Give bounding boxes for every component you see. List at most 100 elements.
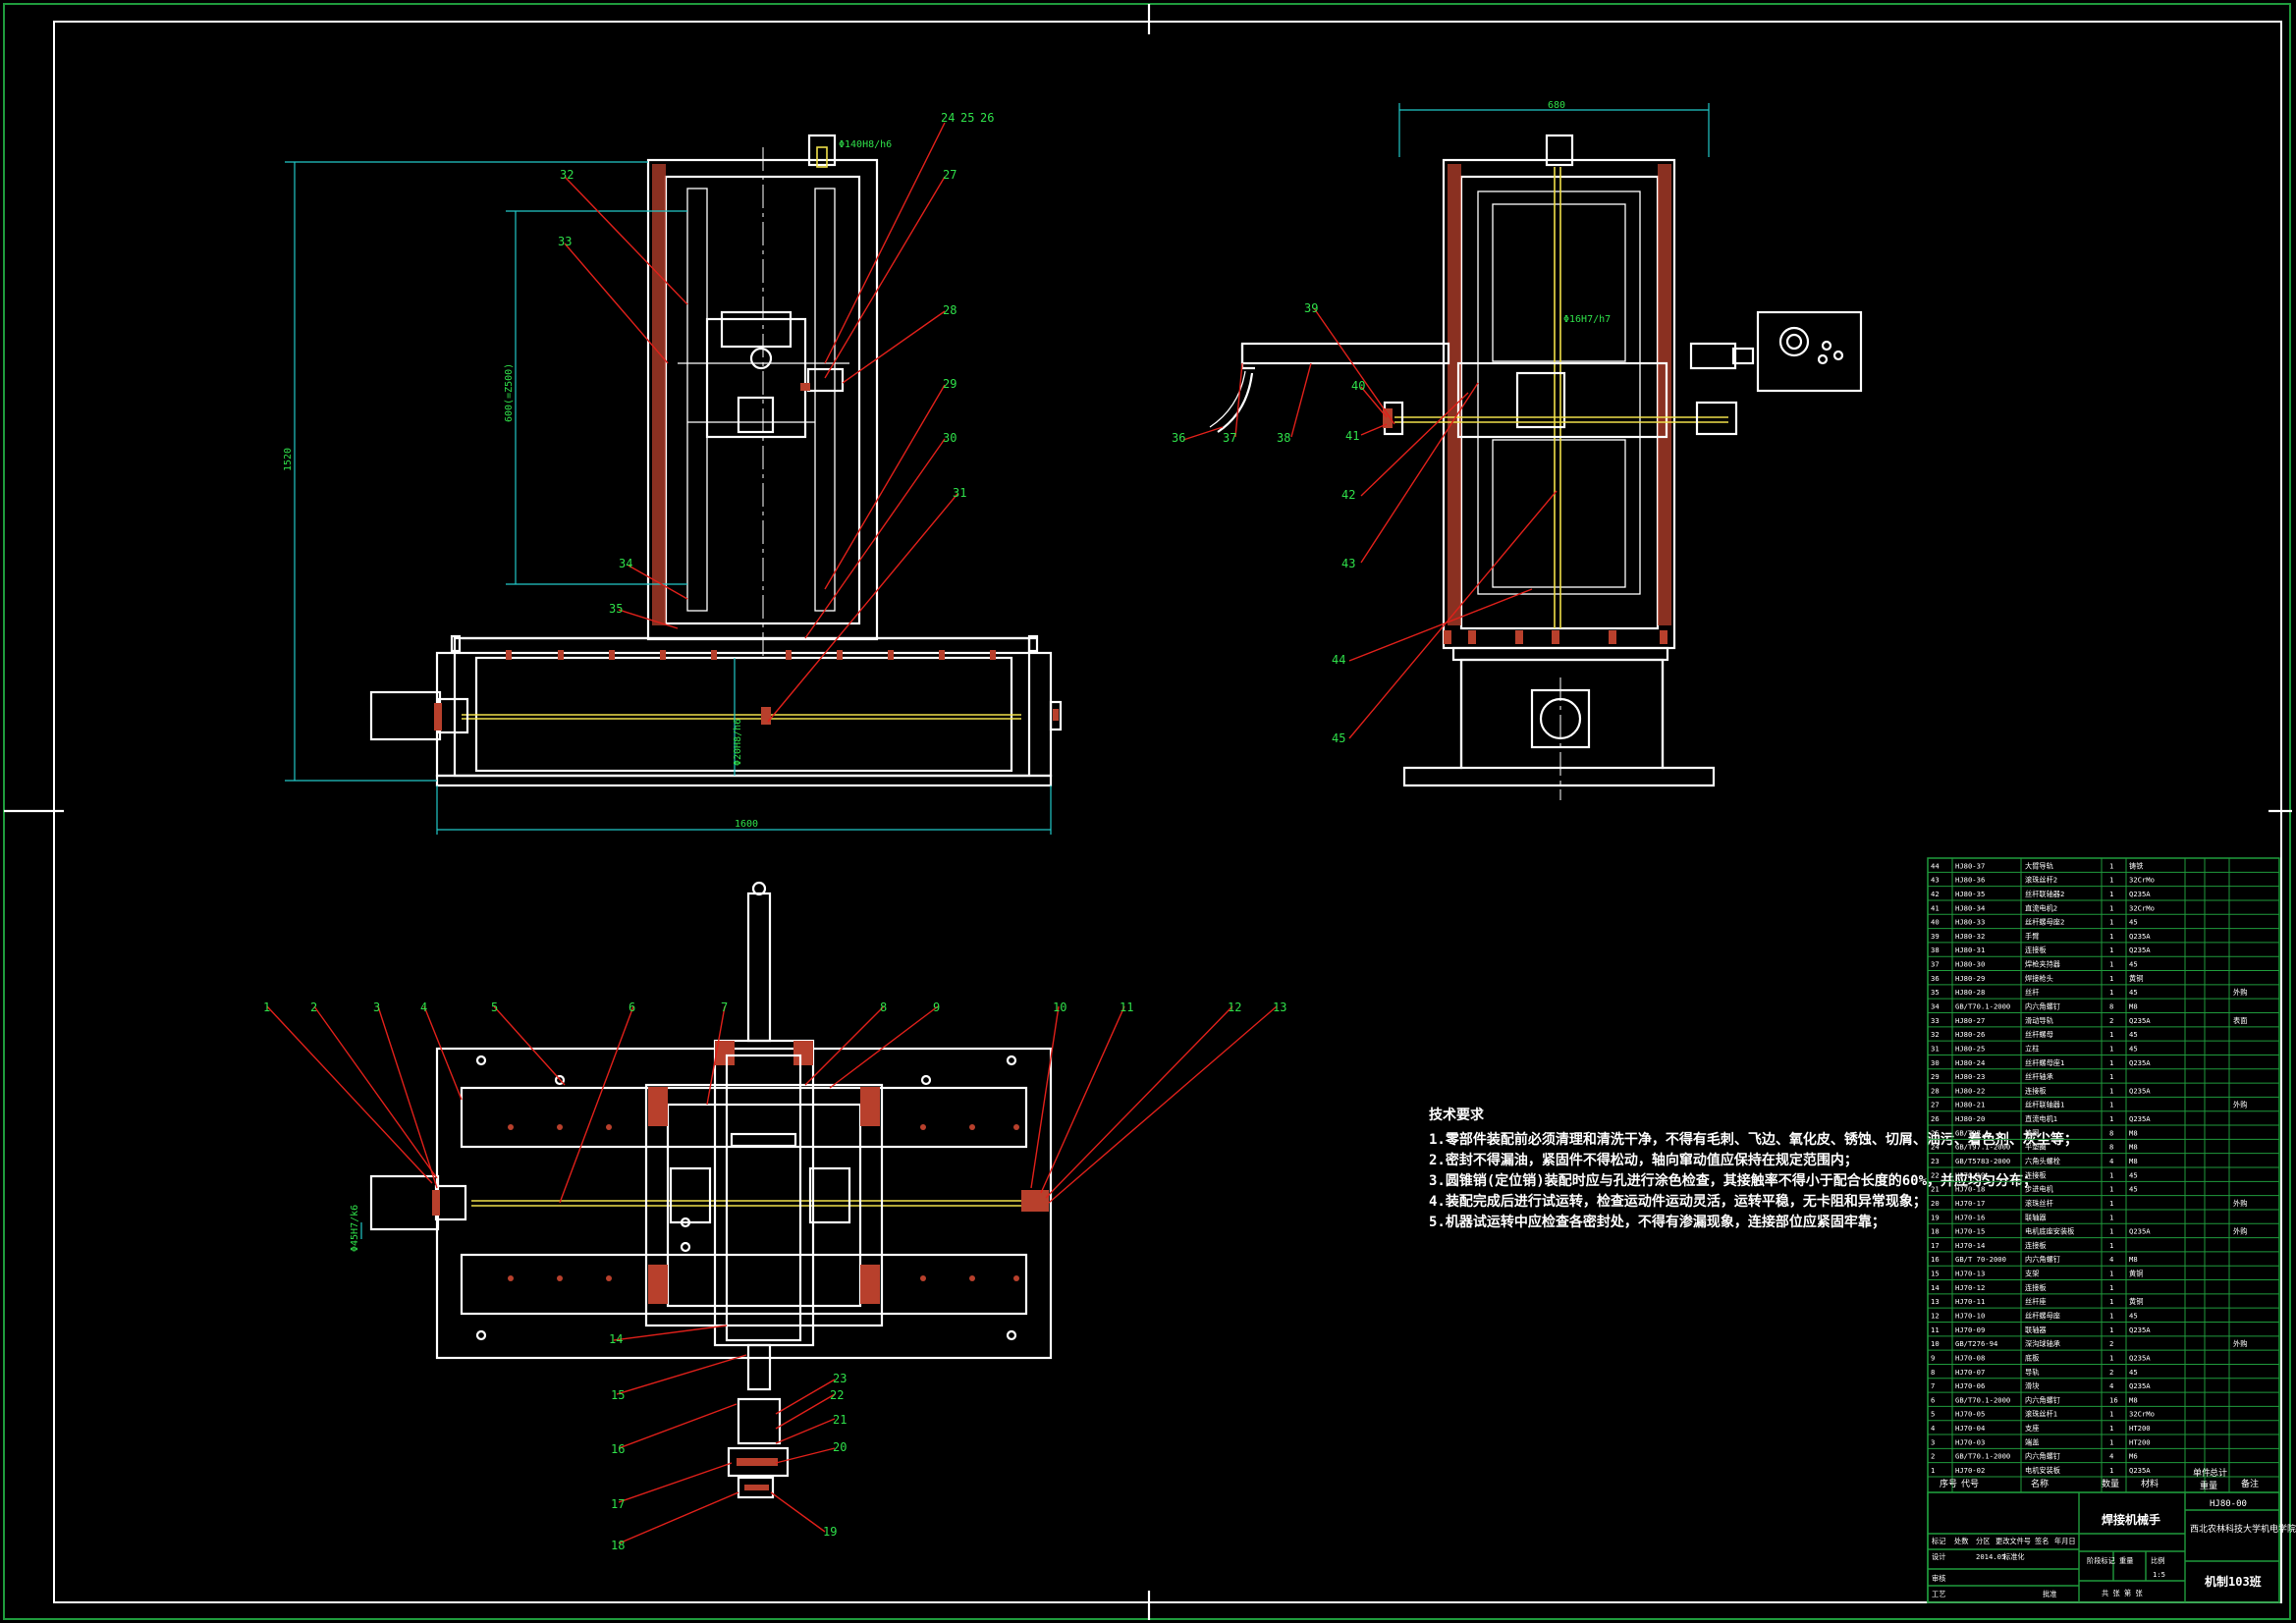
parts-cell: 1 <box>2109 946 2113 954</box>
parts-cell: 丝杆螺母座1 <box>2025 1058 2064 1067</box>
parts-cell: 丝杆 <box>2025 988 2039 997</box>
parts-cell: HJ80-32 <box>1955 932 1985 941</box>
balloon-23: 23 <box>833 1372 847 1385</box>
parts-cell: 8 <box>2109 1128 2113 1137</box>
parts-cell: 大臂导轨 <box>2025 861 2053 870</box>
parts-cell: 1 <box>2109 1353 2113 1362</box>
parts-cell: 1 <box>2109 1270 2113 1278</box>
parts-cell: 45 <box>2129 918 2138 927</box>
parts-cell: 1 <box>2109 1325 2113 1334</box>
plan-view <box>266 881 1278 1544</box>
balloon-1: 1 <box>263 1001 270 1014</box>
parts-cell: HJ80-28 <box>1955 988 1985 997</box>
centering-marks <box>4 4 2292 1620</box>
parts-cell: HJ70-17 <box>1955 1199 1985 1208</box>
balloon-36: 36 <box>1172 431 1185 445</box>
parts-cell: HT200 <box>2129 1424 2151 1433</box>
parts-cell: GB/T276-94 <box>1955 1339 1997 1348</box>
balloon-32: 32 <box>560 168 574 182</box>
parts-cell: M8 <box>2129 1002 2138 1011</box>
parts-cell: 1 <box>2109 1437 2113 1446</box>
parts-cell: Q235A <box>2129 890 2151 898</box>
parts-cell: 29 <box>1931 1072 1940 1081</box>
title-block: HJ80-00 焊接机械手 西北农林科技大学机电学院 机制103班 阶段标记 重… <box>1927 1491 2296 1603</box>
drawing-title: 焊接机械手 <box>2102 1512 2160 1527</box>
parts-cell: 1 <box>2109 1072 2113 1081</box>
parts-cell: 端盖 <box>2025 1437 2039 1446</box>
balloon-2: 2 <box>310 1001 317 1014</box>
parts-cell: M8 <box>2129 1128 2138 1137</box>
parts-cell: 直流电机1 <box>2025 1114 2057 1123</box>
parts-cell: 1 <box>2109 1044 2113 1053</box>
dim-top-phi: Φ140H8/h6 <box>839 139 892 150</box>
parts-cell: HJ70-10 <box>1955 1312 1985 1321</box>
balloon-17: 17 <box>611 1497 625 1511</box>
parts-cell: HJ80-26 <box>1955 1030 1985 1039</box>
dim-left-stroke: 600(=Z500) <box>504 363 515 422</box>
parts-cell: 直流电机2 <box>2025 903 2057 912</box>
parts-cell: 滚珠丝杆1 <box>2025 1410 2057 1419</box>
header-code: 代号 <box>1961 1479 1979 1489</box>
parts-cell: HJ80-29 <box>1955 974 1985 983</box>
parts-cell: 1 <box>2109 1058 2113 1067</box>
parts-cell: 表面 <box>2233 1016 2247 1025</box>
balloon-6: 6 <box>629 1001 635 1014</box>
parts-cell: 内六角螺钉 <box>2025 1002 2060 1011</box>
tech-req-item-3: 3.圆锥销(定位销)装配时应与孔进行涂色检查，其接触率不得小于配合长度的60%，… <box>1429 1172 2037 1189</box>
parts-cell: M8 <box>2129 1255 2138 1264</box>
parts-cell: HJ80-30 <box>1955 960 1985 969</box>
parts-cell: 4 <box>2109 1452 2113 1461</box>
parts-cell: 外购 <box>2233 1101 2247 1109</box>
balloon-3: 3 <box>373 1001 380 1014</box>
parts-cell: 1 <box>2109 932 2113 941</box>
dim-right-width: 680 <box>1548 100 1565 111</box>
tech-req-title: 技术要求 <box>1429 1107 1485 1123</box>
dim-left-base-width: 1600 <box>735 819 758 830</box>
balloon-15: 15 <box>611 1388 625 1402</box>
parts-cell: 33 <box>1931 1016 1940 1025</box>
parts-cell: 深沟球轴承 <box>2025 1339 2060 1348</box>
parts-cell: GB/T5783-2000 <box>1955 1157 2010 1165</box>
parts-cell: 1 <box>2109 1466 2113 1475</box>
parts-cell: 35 <box>1931 988 1940 997</box>
parts-cell: 连接板 <box>2025 1170 2047 1179</box>
stage-mark-label: 阶段标记 <box>2087 1556 2115 1565</box>
parts-cell: 外购 <box>2233 1199 2247 1208</box>
balloon-5: 5 <box>491 1001 498 1014</box>
parts-cell: HJ80-33 <box>1955 918 1985 927</box>
balloon-41: 41 <box>1345 429 1359 443</box>
parts-cell: HT200 <box>2129 1437 2151 1446</box>
balloon-27: 27 <box>943 168 957 182</box>
parts-cell: M8 <box>2129 1157 2138 1165</box>
header-weight: 重量 <box>2200 1480 2217 1491</box>
parts-cell: 焊接枪头 <box>2025 974 2053 983</box>
parts-cell: 2 <box>2109 1368 2113 1377</box>
parts-cell: 连接板 <box>2025 1241 2047 1250</box>
balloon-16: 16 <box>611 1442 625 1456</box>
parts-cell: 2 <box>2109 1339 2113 1348</box>
parts-cell: 丝杆螺母座 <box>2025 1312 2060 1321</box>
parts-cell: 1 <box>2109 1199 2113 1208</box>
tech-req-item-4: 4.装配完成后进行试运转，检查运动件运动灵活，运转平稳，无卡阻和异常现象； <box>1429 1193 1927 1210</box>
header-qty: 数量 <box>2102 1478 2119 1489</box>
parts-cell: 8 <box>2109 1143 2113 1152</box>
parts-cell: 1 <box>2109 1213 2113 1221</box>
parts-cell: 立柱 <box>2025 1044 2039 1053</box>
parts-cell: 44 <box>1931 861 1940 870</box>
label-mark: 标记 <box>1932 1537 1945 1545</box>
parts-cell: HJ80-23 <box>1955 1072 1985 1081</box>
parts-cell: 28 <box>1931 1086 1940 1095</box>
parts-cell: 4 <box>2109 1381 2113 1390</box>
parts-cell: 滑块 <box>2025 1381 2039 1390</box>
parts-cell: 1 <box>2109 1297 2113 1306</box>
parts-cell: HJ70-02 <box>1955 1466 1985 1475</box>
parts-cell: HJ80-27 <box>1955 1016 1985 1025</box>
parts-cell: HJ70-05 <box>1955 1410 1985 1419</box>
parts-cell: 45 <box>2129 960 2138 969</box>
parts-cell: Q235A <box>2129 1325 2151 1334</box>
parts-cell: 1 <box>2109 1185 2113 1194</box>
parts-cell: 底板 <box>2025 1353 2039 1362</box>
parts-cell: Q235A <box>2129 1016 2151 1025</box>
parts-cell: 30 <box>1931 1058 1940 1067</box>
